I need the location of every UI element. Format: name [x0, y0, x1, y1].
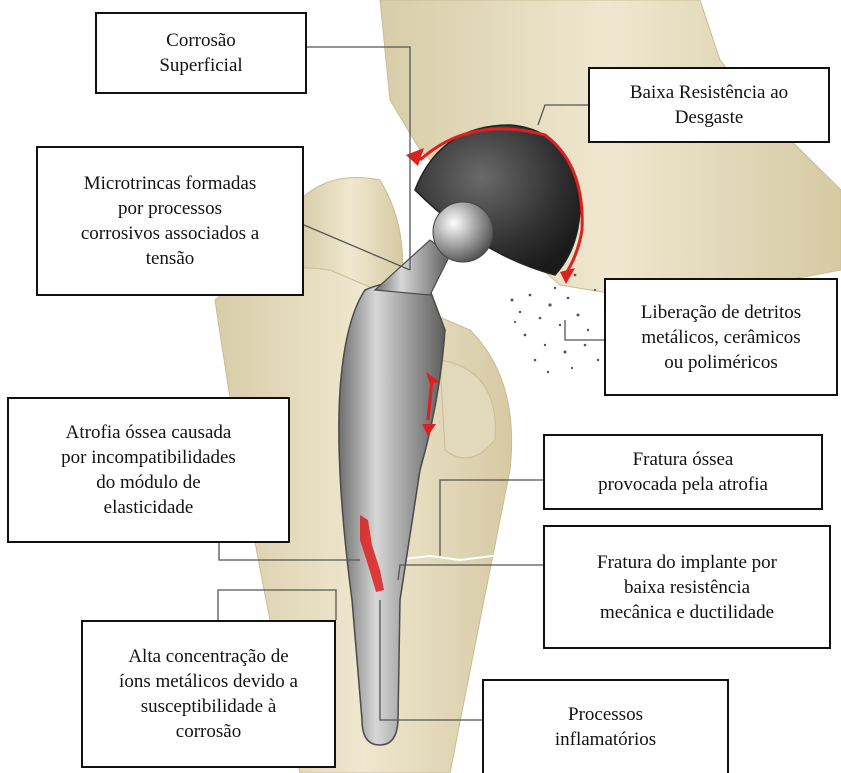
femoral-head-ball — [433, 202, 493, 262]
label-atrofia-ossea: Atrofia óssea causada por incompatibilid… — [7, 397, 290, 543]
label-corrosao-superficial: Corrosão Superficial — [95, 12, 307, 94]
label-processos-inflamatorios: Processos inflamatórios — [482, 679, 729, 773]
label-liberacao-detritos: Liberação de detritos metálicos, cerâmic… — [604, 278, 838, 396]
label-baixa-resistencia-desgaste: Baixa Resistência ao Desgaste — [588, 67, 830, 143]
label-microtrincas: Microtrincas formadas por processos corr… — [36, 146, 304, 296]
label-fratura-ossea: Fratura óssea provocada pela atrofia — [543, 434, 823, 510]
label-alta-concentracao-ions: Alta concentração de íons metálicos devi… — [81, 620, 336, 768]
label-fratura-implante: Fratura do implante por baixa resistênci… — [543, 525, 831, 649]
